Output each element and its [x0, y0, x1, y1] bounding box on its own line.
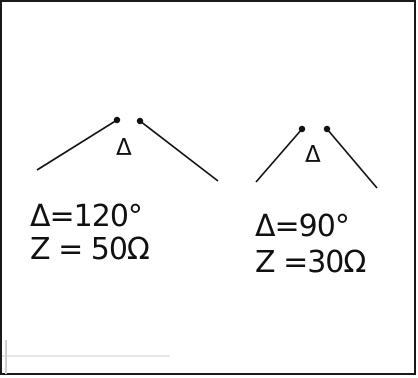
right-antenna-left-arm: [255, 128, 303, 183]
right-antenna-delta-symbol: Δ: [305, 142, 321, 168]
left-antenna-angle-label: Δ=120°: [30, 199, 142, 234]
left-antenna-right-arm: [139, 120, 219, 182]
left-antenna: Δ Δ=120° Z = 50Ω: [30, 116, 219, 267]
right-antenna-angle-label: Δ=90°: [255, 209, 349, 244]
right-antenna-impedance-label: Z =30Ω: [255, 245, 365, 280]
right-antenna-left-terminal: [298, 125, 306, 133]
left-antenna-delta-symbol: Δ: [116, 135, 132, 161]
right-antenna-right-arm: [326, 128, 378, 189]
left-antenna-impedance-label: Z = 50Ω: [30, 232, 149, 267]
right-antenna: Δ Δ=90° Z =30Ω: [255, 125, 378, 280]
left-antenna-left-arm: [36, 119, 118, 171]
left-antenna-right-terminal: [136, 117, 144, 125]
right-antenna-right-terminal: [323, 125, 331, 133]
left-antenna-left-terminal: [113, 116, 121, 124]
